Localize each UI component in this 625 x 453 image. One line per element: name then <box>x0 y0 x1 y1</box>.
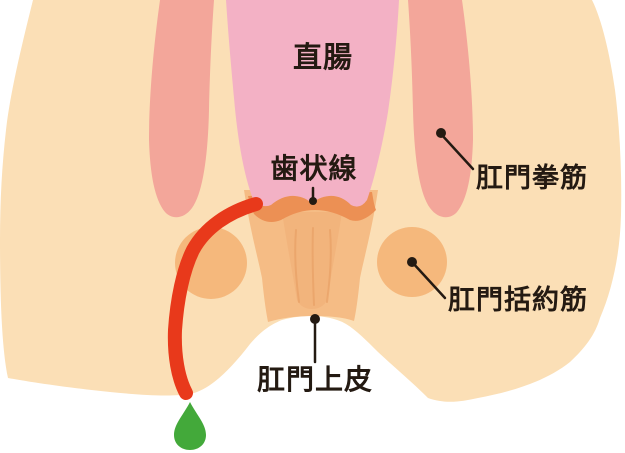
dentate-band-shape <box>248 192 376 222</box>
anal-canal-streaks <box>294 227 332 306</box>
levator-ani-right-shape <box>408 0 473 218</box>
rectum-shape <box>226 0 399 207</box>
label-anal-sphincter: 肛門括約筋 <box>448 285 588 316</box>
leader-lines <box>311 132 475 364</box>
leader-dots <box>309 128 446 324</box>
label-rectum: 直腸 <box>292 40 353 74</box>
levator-ani-left-shape <box>149 0 214 218</box>
label-anal-epithelium: 肛門上皮 <box>257 363 374 396</box>
fistula-tract-shape <box>167 197 263 400</box>
label-levator-ani: 肛門拳筋 <box>476 163 588 194</box>
label-dentate-line: 歯状線 <box>270 152 358 185</box>
anal-canal-shape <box>244 190 378 322</box>
discharge-drop-shape <box>174 402 206 450</box>
